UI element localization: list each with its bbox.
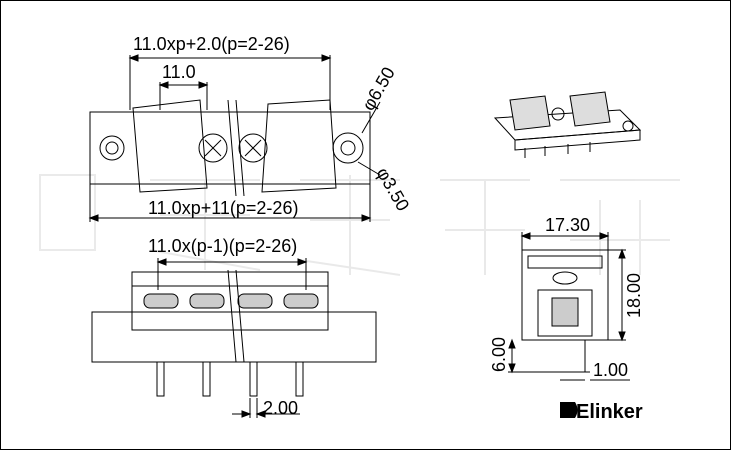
housing-1 (132, 99, 208, 193)
side-screw (552, 271, 578, 285)
dim-pitch-top: 11.0 (162, 62, 196, 82)
screw-2 (238, 133, 268, 163)
terminal-pad-4 (283, 293, 319, 309)
top-view (89, 99, 371, 197)
iso-housing-2 (569, 91, 611, 127)
dim-top-overall: 11.0xp+2.0(p=2-26) (133, 34, 290, 54)
side-view (521, 249, 609, 372)
side-screw-block (551, 297, 579, 327)
brand-logo: Elinker (560, 401, 643, 423)
side-dimension-lines (508, 232, 630, 381)
pin-1 (156, 361, 165, 397)
terminal-pad-3 (237, 293, 273, 309)
front-base (91, 311, 377, 363)
dim-screw-diameter: φ3.50 (373, 164, 414, 214)
top-dimension-lines (88, 54, 381, 222)
dim-pin-spacing: 2.00 (263, 398, 298, 418)
screw-1 (198, 133, 228, 163)
terminal-pad-2 (189, 293, 225, 309)
top-view-flange (89, 111, 371, 185)
front-body (131, 271, 329, 331)
front-view (91, 269, 377, 397)
pin-4 (295, 361, 304, 397)
dim-pin-length: 6.00 (489, 337, 509, 372)
terminal-pad-1 (143, 293, 179, 309)
isometric-view (493, 91, 642, 158)
side-cavity (537, 289, 593, 337)
housing-2 (261, 99, 337, 193)
front-dimension-lines (156, 258, 308, 418)
pin-3 (249, 361, 258, 397)
dim-mount-span: 11.0xp+11(p=2-26) (148, 198, 298, 218)
elinker-logo-icon (560, 402, 578, 418)
watermark (39, 174, 680, 276)
dim-side-width: 17.30 (545, 215, 590, 235)
right-mount-hole (332, 132, 364, 164)
dim-side-height: 18.00 (624, 273, 644, 318)
left-mount-hole (99, 135, 125, 161)
dim-pin-width: 1.00 (593, 360, 628, 380)
dim-pitch-span: 11.0x(p-1)(p=2-26) (148, 236, 297, 256)
pin-2 (202, 361, 211, 397)
dim-hole-diameter: φ6.50 (358, 64, 399, 114)
brand-name: Elinker (576, 401, 643, 423)
iso-housing-1 (509, 95, 551, 131)
